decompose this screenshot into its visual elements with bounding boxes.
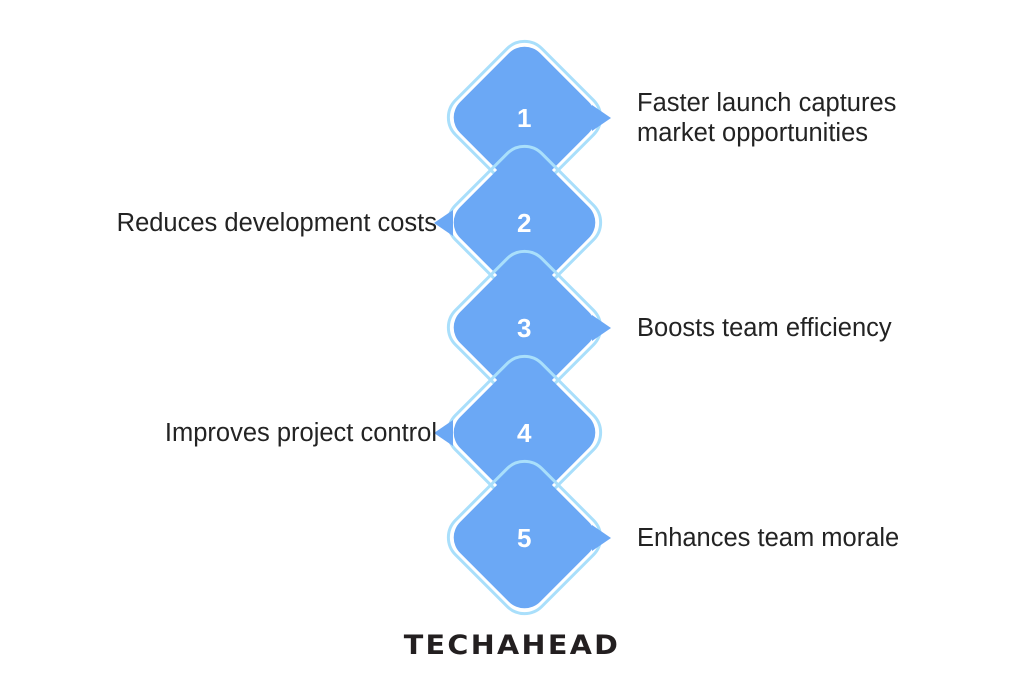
techahead-logo: TECHAHEAD (403, 630, 621, 661)
step-number-2: 2 (517, 207, 532, 238)
step-label-5: Enhances team morale (637, 523, 900, 552)
arrow-left-icon-4 (434, 419, 453, 446)
step-diamond-4[interactable]: 4 (436, 344, 613, 521)
step-number-5: 5 (517, 522, 532, 553)
step-diamond-5[interactable]: 5 (436, 449, 613, 626)
step-number-1: 1 (517, 102, 532, 133)
step-diamond-2[interactable]: 2 (436, 134, 613, 311)
step-label-2: Reduces development costs (116, 208, 437, 237)
step-diamond-1[interactable]: 1 (436, 29, 613, 206)
arrow-left-icon-2 (434, 209, 453, 236)
step-label-3: Boosts team efficiency (637, 313, 892, 342)
step-label-4: Improves project control (164, 418, 437, 447)
step-row-5: 5 Enhances team morale (0, 449, 1024, 626)
step-label-1: Faster launch captures market opportunit… (637, 88, 897, 147)
step-row-1: 1 Faster launch captures market opportun… (0, 29, 1024, 206)
step-diamond-3[interactable]: 3 (436, 239, 613, 416)
step-row-2: 2 Reduces development costs (0, 134, 1024, 311)
step-row-4: 4 Improves project control (0, 344, 1024, 521)
arrow-right-icon-3 (592, 314, 611, 341)
step-number-4: 4 (517, 417, 532, 448)
arrow-right-icon-1 (592, 104, 611, 131)
step-row-3: 3 Boosts team efficiency (0, 239, 1024, 416)
step-number-3: 3 (517, 312, 532, 343)
arrow-right-icon-5 (592, 524, 611, 551)
